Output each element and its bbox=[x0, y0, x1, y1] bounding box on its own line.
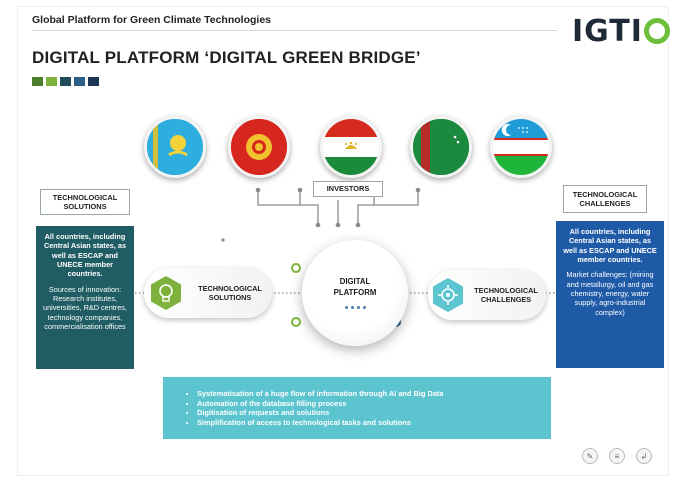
center-label: DIGITAL PLATFORM bbox=[333, 277, 377, 297]
left-panel-body: Sources of innovation: Research institut… bbox=[43, 284, 127, 331]
right-panel-body: Market challenges: (mining and metallurg… bbox=[566, 270, 654, 317]
square-5 bbox=[88, 77, 99, 86]
benefits-box: Systematisation of a huge flow of inform… bbox=[163, 377, 551, 439]
square-1 bbox=[32, 77, 43, 86]
pen-icon[interactable]: ✎ bbox=[582, 448, 598, 464]
left-info-panel: All countries, including Central Asian s… bbox=[36, 226, 134, 369]
tech-solutions-pill: TECHNOLOGICAL SOLUTIONS bbox=[144, 268, 272, 318]
lightbulb-hex-icon bbox=[148, 275, 184, 311]
platform-name: Global Platform for Green Climate Techno… bbox=[32, 14, 272, 26]
tech-solutions-label: TECHNOLOGICAL SOLUTIONS bbox=[40, 189, 130, 215]
menu-icon[interactable]: ≡ bbox=[609, 448, 625, 464]
bullet-3: Digitisation of requests and solutions bbox=[197, 408, 537, 418]
right-panel-strong: All countries, including Central Asian s… bbox=[563, 227, 657, 264]
pill-right-text: TECHNOLOGICAL CHALLENGES bbox=[474, 285, 538, 304]
gear-hex-icon bbox=[430, 277, 466, 313]
igtic-logo: IGTI bbox=[572, 14, 670, 49]
right-info-panel: All countries, including Central Asian s… bbox=[556, 221, 664, 368]
square-4 bbox=[74, 77, 85, 86]
kazakhstan-flag bbox=[144, 116, 206, 178]
tech-challenges-pill: TECHNOLOGICAL CHALLENGES bbox=[428, 270, 546, 320]
digital-platform-circle: DIGITAL PLATFORM bbox=[302, 240, 408, 346]
tajikistan-flag bbox=[320, 116, 382, 178]
bullet-1: Systematisation of a huge flow of inform… bbox=[197, 389, 537, 399]
slide-title: DIGITAL PLATFORM ‘DIGITAL GREEN BRIDGE’ bbox=[32, 48, 421, 67]
bullet-4: Simplification of access to technologica… bbox=[197, 418, 537, 428]
center-dots bbox=[344, 305, 366, 309]
pill-left-text: TECHNOLOGICAL SOLUTIONS bbox=[198, 283, 262, 302]
logo-ring-icon bbox=[643, 18, 670, 44]
investors-label: INVESTORS bbox=[313, 181, 383, 197]
square-2 bbox=[46, 77, 57, 86]
bullet-2: Automation of the database filling proce… bbox=[197, 399, 537, 409]
turkmenistan-flag bbox=[410, 116, 472, 178]
color-squares bbox=[32, 77, 99, 86]
square-3 bbox=[60, 77, 71, 86]
tech-challenges-label: TECHNOLOGICAL CHALLENGES bbox=[563, 185, 647, 213]
uzbekistan-flag bbox=[490, 116, 552, 178]
left-panel-strong: All countries, including Central Asian s… bbox=[43, 232, 127, 279]
kyrgyzstan-flag bbox=[228, 116, 290, 178]
header-divider bbox=[32, 30, 557, 31]
return-arrow-icon[interactable]: ↲ bbox=[636, 448, 652, 464]
